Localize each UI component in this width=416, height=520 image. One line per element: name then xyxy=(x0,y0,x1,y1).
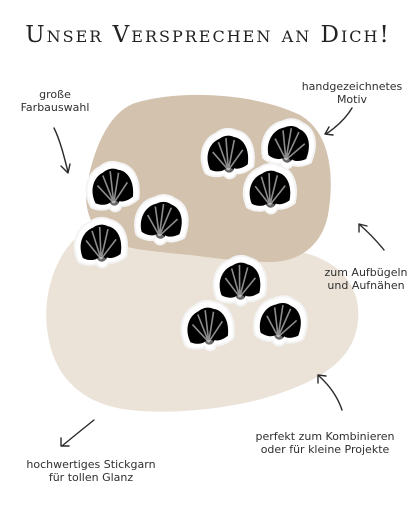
feature-label-hand-drawn: handgezeichnetes Motiv xyxy=(301,80,403,106)
feature-label-iron-sew: zum Aufbügeln und Aufnähen xyxy=(324,266,408,292)
feature-label-thread: hochwertiges Stickgarn für tollen Glanz xyxy=(26,458,156,484)
page-title: Unser Versprechen an Dich! xyxy=(25,22,391,48)
arrow-icon xyxy=(53,127,71,174)
arrow-icon xyxy=(324,107,353,136)
arrow-icon xyxy=(358,223,385,251)
arrow-icon xyxy=(60,419,95,447)
arrow-icon xyxy=(317,374,343,411)
feature-label-color-choice: große Farbauswahl xyxy=(20,88,90,114)
feature-label-combine: perfekt zum Kombinieren oder für kleine … xyxy=(255,430,395,456)
